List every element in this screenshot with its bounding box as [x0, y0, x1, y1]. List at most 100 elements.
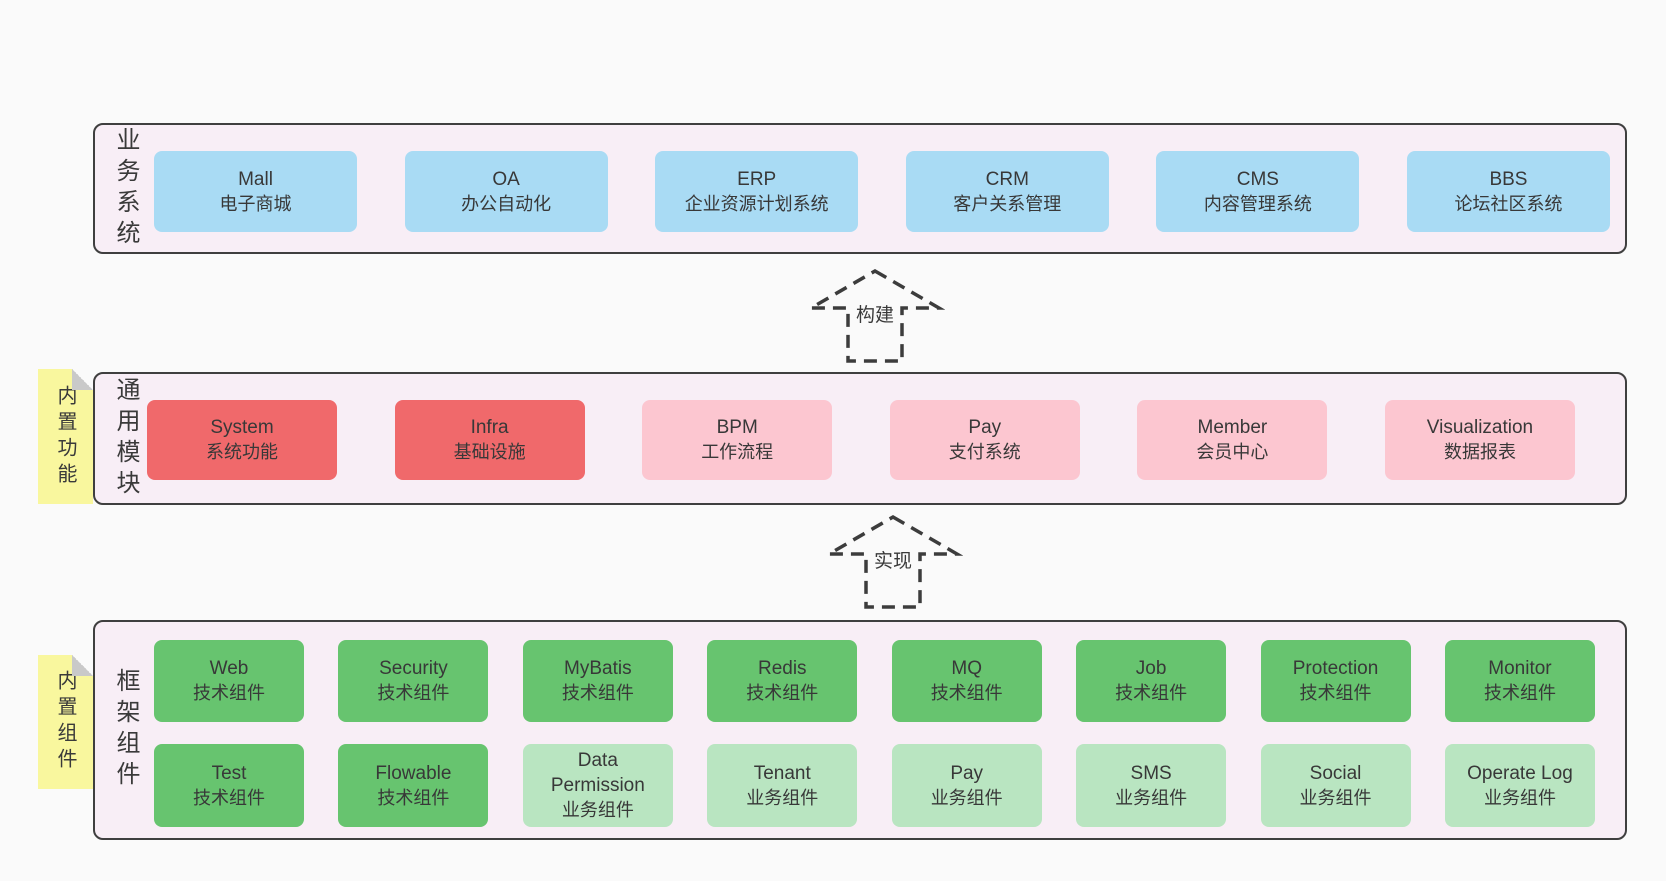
build-arrow-icon: 构建 [804, 268, 946, 364]
node-subtitle: 技术组件 [1299, 683, 1372, 703]
builtin-features-sticky-label: 内置功能 [54, 384, 76, 489]
node-test: Test 技术组件 [154, 744, 304, 827]
node-mybatis: MyBatis 技术组件 [522, 640, 673, 722]
node-subtitle: 系统功能 [206, 442, 278, 462]
node-visualization: Visualization 数据报表 [1384, 400, 1575, 480]
node-title: CRM [985, 168, 1029, 190]
node-subtitle: 技术组件 [746, 683, 819, 703]
node-subtitle: 技术组件 [930, 683, 1003, 703]
node-title: Social [1309, 762, 1362, 784]
node-title: Protection [1292, 658, 1379, 679]
node-web: Web 技术组件 [154, 640, 304, 722]
arrow-label-backdrop [869, 548, 917, 574]
common-modules-label: 通用模块 [112, 376, 139, 501]
common-modules-panel: 通用模块 System 系统功能 Infra 基础设施 BPM 工作流程 Pay… [93, 372, 1627, 505]
business-systems-label: 业务系统 [112, 126, 139, 251]
node-subtitle: 业务组件 [1299, 787, 1372, 808]
node-redis: Redis 技术组件 [707, 640, 858, 722]
node-title: Pay [968, 417, 1002, 438]
node-subtitle: 数据报表 [1443, 442, 1516, 462]
node-job: Job 技术组件 [1076, 640, 1227, 722]
framework-components-panel: 框架组件 Web 技术组件 Security 技术组件 MyBatis 技术组件… [93, 620, 1627, 840]
node-subtitle: 业务组件 [1115, 787, 1188, 808]
node-title: Test [211, 762, 247, 784]
node-title: Mall [238, 168, 273, 190]
dashed-up-arrow-outline [822, 514, 964, 609]
framework-components-row-1: Web 技术组件 Security 技术组件 MyBatis 技术组件 Redi… [154, 640, 1595, 722]
node-subtitle: 技术组件 [561, 683, 634, 703]
node-infra: Infra 基础设施 [394, 400, 585, 480]
node-crm: CRM 客户关系管理 [905, 151, 1109, 232]
arrow-label-backdrop [851, 302, 899, 328]
node-subtitle: 业务组件 [930, 787, 1003, 808]
business-systems-row: Mall 电子商城 OA 办公自动化 ERP 企业资源计划系统 CRM 客户关系… [154, 151, 1610, 232]
node-cms: CMS 内容管理系统 [1156, 151, 1360, 232]
node-subtitle: 技术组件 [377, 787, 450, 808]
node-subtitle: 电子商城 [219, 193, 292, 214]
node-title: Flowable [375, 762, 452, 784]
node-title: Data Permission [550, 750, 645, 796]
node-title: Tenant [753, 762, 811, 784]
node-title: SMS [1130, 762, 1172, 784]
framework-components-label: 框架组件 [112, 668, 139, 792]
node-subtitle: 业务组件 [746, 787, 819, 808]
builtin-components-sticky: 内置组件 [38, 655, 93, 789]
node-bbs: BBS 论坛社区系统 [1406, 151, 1610, 232]
node-subtitle: 技术组件 [377, 683, 450, 703]
node-tenant: Tenant 业务组件 [707, 744, 858, 827]
node-title: CMS [1236, 168, 1279, 190]
business-systems-panel: 业务系统 Mall 电子商城 OA 办公自动化 ERP 企业资源计划系统 CRM… [93, 123, 1627, 254]
common-modules-row: System 系统功能 Infra 基础设施 BPM 工作流程 Pay 支付系统… [147, 400, 1575, 480]
node-subtitle: 基础设施 [453, 442, 526, 462]
node-title: MQ [951, 658, 982, 679]
node-subtitle: 办公自动化 [461, 193, 552, 214]
framework-components-row-2: Test 技术组件 Flowable 技术组件 Data Permission … [154, 744, 1595, 827]
node-title: System [210, 417, 274, 438]
node-protection: Protection 技术组件 [1260, 640, 1411, 722]
node-title: Pay [950, 762, 984, 784]
node-subtitle: 支付系统 [948, 442, 1021, 462]
dashed-up-arrow-outline [804, 268, 946, 363]
node-subtitle: 业务组件 [561, 800, 634, 820]
node-subtitle: 业务组件 [1483, 787, 1556, 808]
node-subtitle: 客户关系管理 [953, 193, 1062, 214]
node-subtitle: 技术组件 [1483, 683, 1556, 703]
node-title: BBS [1489, 168, 1528, 190]
node-title: Job [1135, 658, 1167, 679]
node-subtitle: 技术组件 [1115, 683, 1188, 703]
node-title: Web [209, 658, 249, 679]
builtin-components-sticky-label: 内置组件 [54, 670, 76, 774]
node-subtitle: 会员中心 [1196, 442, 1269, 462]
node-sms: SMS 业务组件 [1076, 744, 1227, 827]
node-title: ERP [737, 168, 777, 190]
node-security: Security 技术组件 [338, 640, 489, 722]
node-title: OA [492, 168, 520, 190]
node-subtitle: 论坛社区系统 [1454, 193, 1563, 214]
build-arrow-label: 构建 [856, 304, 894, 326]
node-title: Member [1197, 417, 1268, 438]
node-operate-log: Operate Log 业务组件 [1444, 744, 1595, 827]
node-title: Monitor [1488, 658, 1552, 679]
node-erp: ERP 企业资源计划系统 [655, 151, 859, 232]
node-subtitle: 内容管理系统 [1203, 193, 1312, 214]
node-social: Social 业务组件 [1260, 744, 1411, 827]
node-title: Redis [757, 658, 807, 679]
implement-arrow-label: 实现 [874, 550, 912, 572]
node-bpm: BPM 工作流程 [642, 400, 833, 480]
implement-arrow-icon: 实现 [822, 514, 964, 610]
node-member: Member 会员中心 [1137, 400, 1328, 480]
node-title: Security [379, 658, 448, 679]
node-subtitle: 企业资源计划系统 [684, 193, 829, 214]
node-pay-component: Pay 业务组件 [891, 744, 1042, 827]
node-title: MyBatis [564, 658, 632, 679]
node-oa: OA 办公自动化 [404, 151, 608, 232]
node-mall: Mall 电子商城 [154, 151, 357, 232]
node-monitor: Monitor 技术组件 [1444, 640, 1595, 722]
node-title: BPM [716, 417, 758, 438]
node-system: System 系统功能 [147, 400, 337, 480]
node-subtitle: 工作流程 [701, 442, 774, 462]
node-data-permission: Data Permission 业务组件 [522, 744, 673, 827]
node-pay-module: Pay 支付系统 [889, 400, 1080, 480]
node-subtitle: 技术组件 [193, 787, 265, 808]
node-title: Operate Log [1467, 762, 1573, 784]
